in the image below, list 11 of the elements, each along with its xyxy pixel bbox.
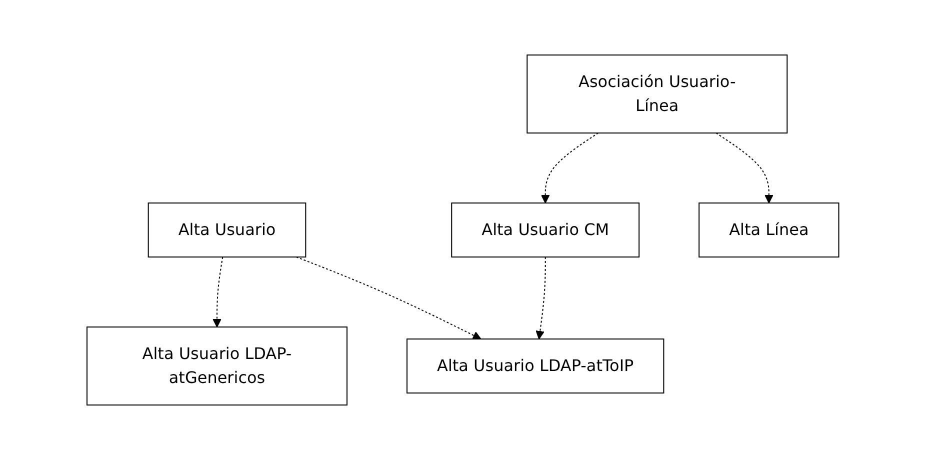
node-box: Alta Línea [698,202,839,257]
node-box: Alta Usuario LDAP-atGenericos [86,326,348,405]
arrow [540,132,598,203]
node-box: Asociación Usuario-Línea [526,54,788,133]
node-box: Alta Usuario [147,202,306,257]
node-box: Alta Usuario CM [450,202,640,257]
arrow [212,256,223,327]
arrow [295,256,481,339]
arrow [715,132,773,203]
arrow [535,256,546,339]
node-box: Alta Usuario LDAP-atToIP [406,338,664,393]
